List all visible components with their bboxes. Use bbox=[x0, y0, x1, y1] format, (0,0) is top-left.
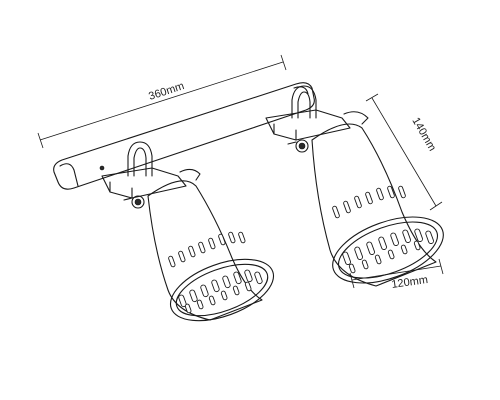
depth-label: 120mm bbox=[391, 274, 429, 291]
left-lamp-slots-upper bbox=[168, 231, 246, 268]
dimension-width: 360mm bbox=[37, 54, 287, 149]
left-lamp-rim-slots bbox=[184, 281, 252, 314]
mounting-bar bbox=[53, 82, 315, 190]
right-lamp bbox=[265, 85, 444, 287]
left-lamp bbox=[101, 141, 275, 322]
right-lamp-slots-upper bbox=[332, 185, 406, 219]
left-lamp-slots-lower bbox=[178, 269, 263, 308]
right-lamp-rim-slots bbox=[348, 240, 421, 274]
right-lamp-slots-lower bbox=[342, 228, 434, 266]
height-label: 140mm bbox=[409, 116, 438, 154]
